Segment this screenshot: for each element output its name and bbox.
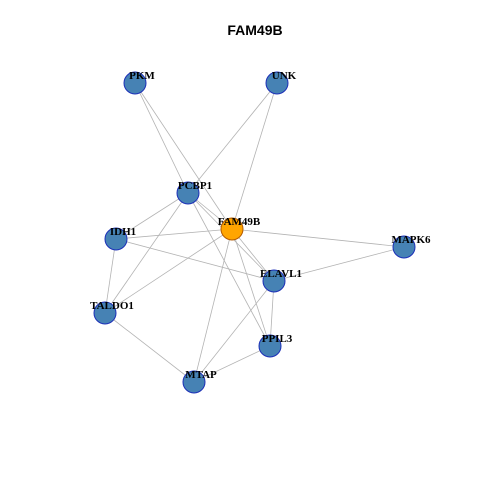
node-circle-mtap[interactable] (182, 370, 206, 394)
edge-unk-fam49b (231, 82, 278, 230)
node-circle-unk[interactable] (265, 71, 289, 95)
edge-elavl1-mtap (193, 280, 275, 383)
node-taldo1[interactable]: TALDO1 (90, 300, 134, 325)
edge-mtap-ppil3 (193, 345, 271, 383)
node-label-mtap: MTAP (185, 369, 217, 381)
node-circle-elavl1[interactable] (262, 269, 286, 293)
node-label-taldo1: TALDO1 (90, 300, 134, 312)
node-ppil3[interactable]: PPIL3 (258, 333, 293, 358)
node-label-pkm: PKM (129, 70, 155, 82)
node-idh1[interactable]: IDH1 (104, 226, 136, 251)
node-mapk6[interactable]: MAPK6 (391, 234, 431, 259)
edge-idh1-fam49b (115, 228, 233, 240)
node-circle-pkm[interactable] (123, 71, 147, 95)
node-pkm[interactable]: PKM (123, 70, 155, 95)
node-unk[interactable]: UNK (265, 70, 297, 95)
edge-idh1-taldo1 (104, 238, 117, 314)
diagram-title: FAM49B (227, 22, 282, 38)
node-mtap[interactable]: MTAP (182, 369, 217, 394)
edge-fam49b-taldo1 (104, 228, 233, 314)
edge-unk-pcbp1 (187, 82, 278, 194)
node-circle-idh1[interactable] (104, 227, 128, 251)
edges-layer (104, 82, 405, 383)
node-label-pcbp1: PCBP1 (178, 180, 212, 192)
edge-pkm-fam49b (134, 82, 233, 230)
node-circle-taldo1[interactable] (93, 301, 117, 325)
node-circle-ppil3[interactable] (258, 334, 282, 358)
edge-pcbp1-taldo1 (104, 192, 189, 314)
edge-pkm-pcbp1 (134, 82, 189, 194)
node-pcbp1[interactable]: PCBP1 (176, 180, 212, 205)
edge-idh1-elavl1 (115, 238, 275, 282)
edge-fam49b-mapk6 (231, 228, 405, 248)
node-circle-mapk6[interactable] (392, 235, 416, 259)
node-fam49b[interactable]: FAM49B (218, 216, 261, 241)
edge-fam49b-ppil3 (231, 228, 271, 347)
node-label-mapk6: MAPK6 (391, 234, 431, 246)
node-circle-pcbp1[interactable] (176, 181, 200, 205)
node-label-unk: UNK (272, 70, 297, 82)
node-circle-fam49b[interactable] (220, 217, 244, 241)
edge-fam49b-mtap (193, 228, 233, 383)
node-label-elavl1: ELAVL1 (260, 268, 302, 280)
edge-taldo1-mtap (104, 312, 195, 383)
edge-elavl1-mapk6 (273, 246, 405, 282)
edge-pcbp1-ppil3 (187, 192, 271, 347)
node-label-ppil3: PPIL3 (262, 333, 293, 345)
node-elavl1[interactable]: ELAVL1 (260, 268, 302, 293)
node-label-idh1: IDH1 (110, 226, 136, 238)
edge-pcbp1-idh1 (115, 192, 189, 240)
node-label-fam49b: FAM49B (218, 216, 261, 228)
